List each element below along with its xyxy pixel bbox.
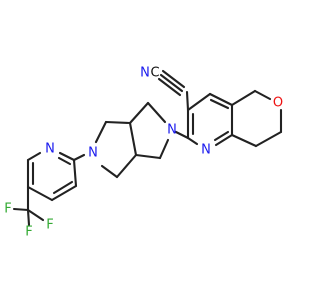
structure-drawing: C N N N N O N F F F [4,66,283,240]
atom-label-nitrogen: N [45,142,55,157]
bond [26,208,45,222]
bond [230,133,258,148]
bond [94,120,108,144]
bond [157,77,182,97]
atom-label-oxygen: O [273,96,283,111]
bond [57,156,72,166]
bond [254,130,283,148]
bond [253,89,272,101]
bond [100,164,119,179]
bond [214,133,234,147]
atom-label-fluorine: F [4,202,11,217]
bond [104,120,132,125]
molecule-canvas: C N N N N O N F F F [4,65,284,240]
bond [230,89,257,107]
bond [50,184,78,202]
atom-label-nitrogen: N [167,123,177,138]
bond [186,136,199,146]
bond [209,98,230,110]
bond [146,101,167,124]
atom-label-nitrogen: N [88,146,98,161]
bond [26,185,54,202]
bond [26,151,42,162]
bond [128,101,150,125]
bond [213,130,230,142]
bond [161,69,186,89]
bond [72,153,86,162]
bond [208,92,234,107]
bond [115,153,138,179]
atom-label-nitrogen: N [201,143,211,158]
bond [26,208,31,227]
bond [12,207,30,212]
bond [134,153,162,160]
atom-label-carbon: C [150,66,159,81]
bond [52,180,74,195]
bond [174,130,190,140]
bond [128,121,138,157]
bond [186,92,212,112]
atom-label-fluorine: F [25,225,32,240]
atom-label-nitrogen: N [140,66,150,81]
bond [72,158,78,188]
bond [158,138,170,160]
atom-label-fluorine: F [46,218,53,233]
bond [159,73,184,93]
bond [185,90,190,112]
bond [58,151,76,162]
